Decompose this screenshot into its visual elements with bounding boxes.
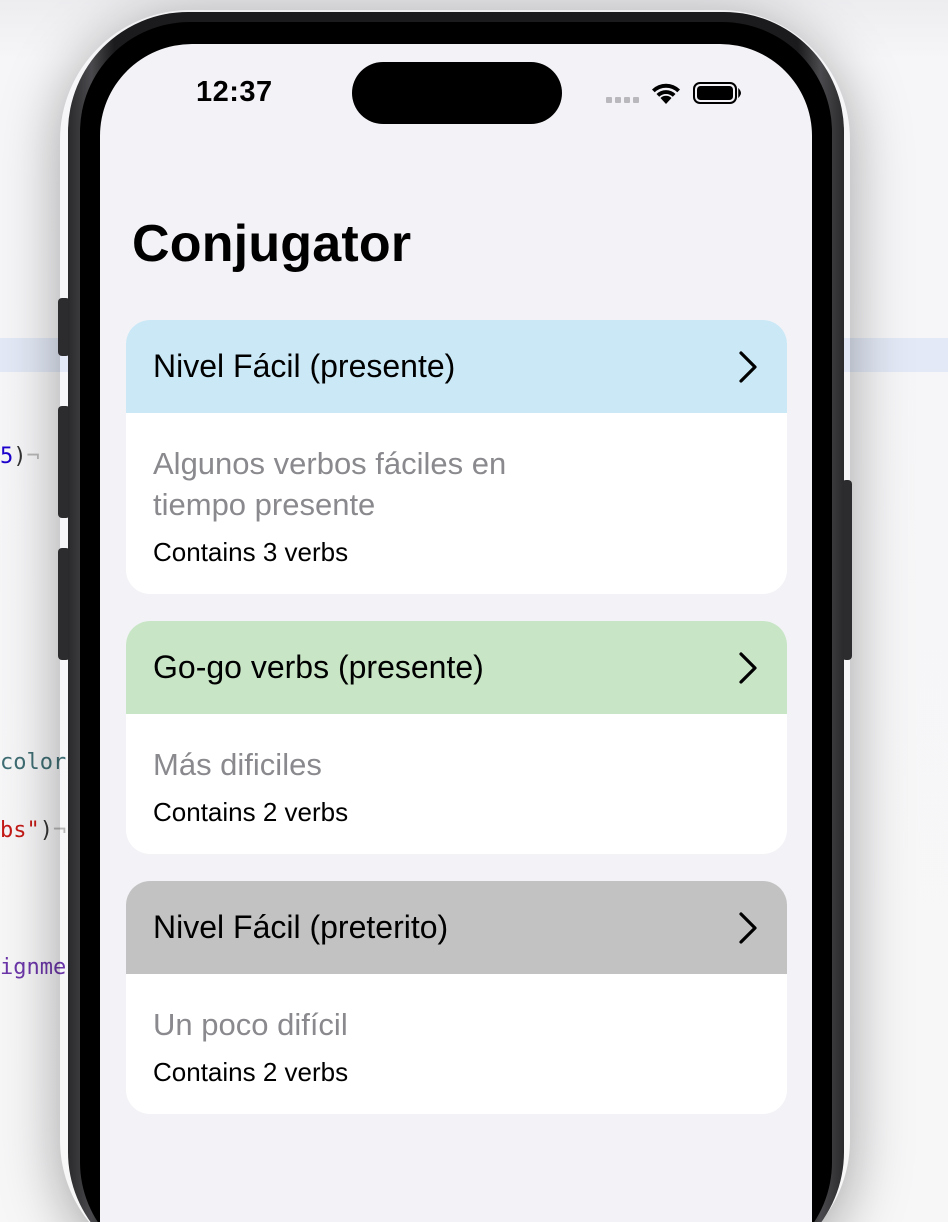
cellular-signal-icon <box>606 83 639 103</box>
battery-icon <box>693 82 741 104</box>
verb-set-card: Nivel Fácil (preterito) Un poco difícil … <box>126 881 787 1114</box>
verb-set-description: Un poco difícil <box>153 1007 348 1042</box>
verb-set-title: Go-go verbs (presente) <box>153 649 484 685</box>
verb-set-card: Nivel Fácil (presente) Algunos verbos fá… <box>126 320 787 594</box>
chevron-right-icon <box>739 911 757 944</box>
verb-set-details: Más dificiles Contains 2 verbs <box>126 714 787 828</box>
verb-set-card: Go-go verbs (presente) Más dificiles Con… <box>126 621 787 854</box>
phone-screen: 12:37 Conjugator Nivel Fácil (presente) <box>100 44 812 1222</box>
verb-set-link[interactable]: Go-go verbs (presente) <box>126 621 787 714</box>
verb-set-description: Más dificiles <box>153 747 322 782</box>
chevron-right-icon <box>739 350 757 383</box>
verb-set-details: Algunos verbos fáciles en tiempo present… <box>126 413 787 568</box>
action-button[interactable] <box>58 298 70 356</box>
page-title: Conjugator <box>132 215 412 273</box>
verb-set-link[interactable]: Nivel Fácil (preterito) <box>126 881 787 974</box>
status-time: 12:37 <box>196 76 273 108</box>
verb-set-description: Algunos verbos fáciles en tiempo present… <box>153 446 507 522</box>
code-fragment-1: 5)¬ <box>0 444 40 469</box>
wifi-icon <box>652 83 680 104</box>
verb-set-title: Nivel Fácil (preterito) <box>153 909 449 945</box>
volume-up-button[interactable] <box>58 406 70 518</box>
verb-set-title: Nivel Fácil (presente) <box>153 348 456 384</box>
code-fragment-4: ignme <box>0 955 67 980</box>
dynamic-island <box>352 62 562 124</box>
code-fragment-3: bs")¬ <box>0 818 67 843</box>
status-icons <box>606 78 743 108</box>
chevron-right-icon <box>739 651 757 684</box>
code-fragment-2: color <box>0 750 67 775</box>
verb-count: Contains 3 verbs <box>153 537 349 567</box>
verb-count: Contains 2 verbs <box>153 797 349 827</box>
verb-count: Contains 2 verbs <box>153 1057 349 1087</box>
verb-set-details: Un poco difícil Contains 2 verbs <box>126 974 787 1088</box>
volume-down-button[interactable] <box>58 548 70 660</box>
power-button[interactable] <box>842 480 852 660</box>
verb-set-link[interactable]: Nivel Fácil (presente) <box>126 320 787 413</box>
